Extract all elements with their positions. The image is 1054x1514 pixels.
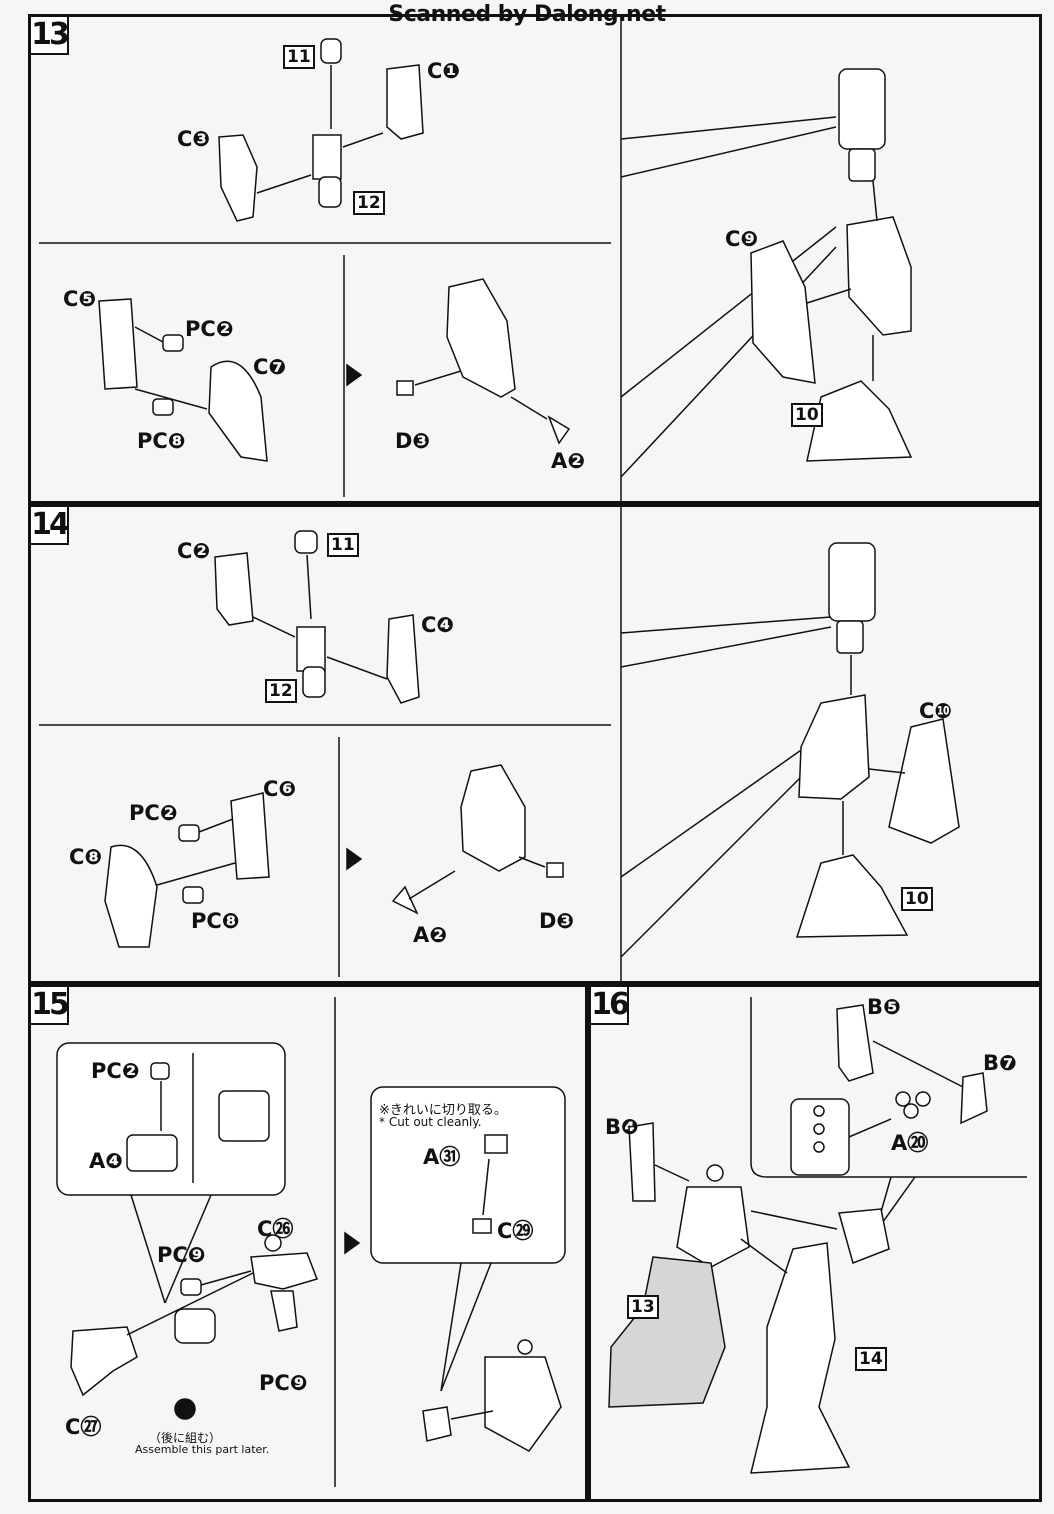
step-16-panel: 16 13 14 B❺ B❼ xyxy=(588,984,1042,1502)
label-a20: A⑳ xyxy=(891,1131,929,1155)
label-c6: C❻ xyxy=(263,777,297,801)
later-note-jp: （後に組む） xyxy=(149,1431,222,1445)
step-15-panel: 15 xyxy=(28,984,588,1502)
step-14-panel: 14 xyxy=(28,504,1042,984)
label-c9: C❾ xyxy=(725,227,759,251)
step-15-diagram xyxy=(56,997,566,1487)
cut-note-en: * Cut out cleanly. xyxy=(379,1115,482,1129)
label-b5: B❺ xyxy=(867,995,901,1019)
label-a4: A❹ xyxy=(89,1149,124,1173)
label-a31: A㉛ xyxy=(423,1145,461,1169)
label-c2: C❷ xyxy=(177,539,211,563)
part-ref-12: 12 xyxy=(265,679,297,703)
label-pc8: PC❽ xyxy=(191,909,240,933)
label-pc2: PC❷ xyxy=(185,317,234,341)
step-number: 16 xyxy=(591,987,630,1025)
label-b4: B❹ xyxy=(605,1115,639,1139)
label-pc8: PC❽ xyxy=(137,429,186,453)
part-ref-10: 10 xyxy=(791,403,823,427)
cut-note-jp: ※きれいに切り取る。 xyxy=(379,1103,507,1118)
label-c29: C㉙ xyxy=(497,1219,534,1243)
part-ref-12: 12 xyxy=(353,191,385,215)
part-ref-11: 11 xyxy=(283,45,315,69)
label-c5: C❺ xyxy=(63,287,97,311)
step-number: 15 xyxy=(31,987,70,1025)
label-a2: A❷ xyxy=(413,923,448,947)
label-c27: C㉗ xyxy=(65,1415,102,1439)
label-c26: C㉖ xyxy=(257,1217,294,1241)
label-pc9-bottom: PC❾ xyxy=(259,1371,308,1395)
step-number: 14 xyxy=(31,507,70,545)
label-c10: C❿ xyxy=(919,699,953,723)
label-c3: C❸ xyxy=(177,127,211,151)
step-13-diagram xyxy=(39,17,913,501)
label-d3: D❸ xyxy=(395,429,431,453)
part-ref-13: 13 xyxy=(627,1295,659,1319)
label-pc2: PC❷ xyxy=(91,1059,140,1083)
part-ref-11: 11 xyxy=(327,533,359,557)
label-pc2: PC❷ xyxy=(129,801,178,825)
later-note-en: Assemble this part later. xyxy=(135,1443,270,1456)
label-d3: D❸ xyxy=(539,909,575,933)
step-13-panel: 13 xyxy=(28,14,1042,504)
label-pc9-top: PC❾ xyxy=(157,1243,206,1267)
part-ref-14: 14 xyxy=(855,1347,887,1371)
label-b7: B❼ xyxy=(983,1051,1017,1075)
part-ref-10: 10 xyxy=(901,887,933,911)
label-c1: C❶ xyxy=(427,59,461,83)
step-16-diagram xyxy=(608,997,1027,1474)
label-c8: C❽ xyxy=(69,845,103,869)
label-c4: C❹ xyxy=(421,613,455,637)
label-a2: A❷ xyxy=(551,449,586,473)
step-14-diagram xyxy=(39,507,960,981)
step-number: 13 xyxy=(31,17,70,55)
label-c7: C❼ xyxy=(253,355,287,379)
